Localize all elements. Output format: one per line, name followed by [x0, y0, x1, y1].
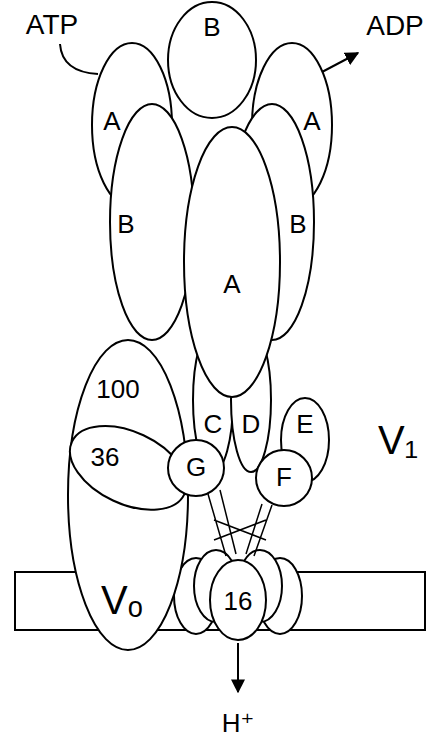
- subunit-letter: D: [242, 410, 261, 440]
- proton-flow-arrow: [237, 643, 239, 692]
- subunit-ellipse-shape: [168, 2, 256, 118]
- subunit-ellipse: B: [166, 0, 258, 120]
- subunit-letter: B: [203, 13, 220, 43]
- reactant-label: ATP: [26, 9, 78, 41]
- subunit-outline: [191, 326, 235, 474]
- domain-label: V₁: [378, 417, 418, 463]
- subunit-ellipse: 16: [208, 558, 268, 642]
- subunit-outline: [229, 326, 273, 474]
- adp-release-arrow: [322, 53, 358, 72]
- subunit-ellipse: C: [191, 326, 235, 474]
- subunit-letter: A: [303, 107, 320, 137]
- subunit-ellipse: A: [250, 41, 334, 209]
- subunit-letter: 36: [91, 443, 120, 473]
- subunit-letter: 16: [224, 587, 253, 617]
- subunit-ellipse-shape: [110, 104, 194, 340]
- subunit-ellipse: B: [108, 102, 196, 342]
- subunit-ellipse: 36: [68, 424, 188, 512]
- subunit-outline: [182, 125, 282, 399]
- atp-binding-curve: [60, 44, 98, 74]
- subunit-letter: E: [296, 410, 313, 440]
- subunit-ellipse-shape: [256, 450, 312, 506]
- subunit-outline: [250, 41, 334, 209]
- subunit-letter: F: [276, 463, 292, 493]
- subunit-ellipse: A: [90, 41, 174, 209]
- subunit-ellipse: D: [229, 326, 273, 474]
- subunit-ellipse-shape: [184, 127, 280, 397]
- subunit-letter: B: [117, 210, 134, 240]
- subunit-ellipse: B: [228, 102, 316, 342]
- ion-label: H⁺: [222, 709, 255, 739]
- subunit-letter: C: [204, 410, 223, 440]
- subunit-letter: 100: [96, 375, 139, 405]
- domain-label: Vₒ: [101, 577, 143, 623]
- subunit-letter: B: [289, 210, 306, 240]
- subunit-ellipse: F: [254, 448, 314, 508]
- subunit-ellipse: G: [166, 438, 226, 498]
- product-label: ADP: [366, 10, 424, 42]
- subunit-letter: A: [103, 107, 120, 137]
- subunit-ellipse-shape: [168, 440, 224, 496]
- subunit-letter: G: [186, 453, 206, 483]
- subunit-outline: [68, 424, 188, 512]
- subunit-ellipse-shape: [210, 560, 266, 640]
- subunit-outline: [90, 41, 174, 209]
- subunit-ellipse-shape: [231, 328, 271, 472]
- stalk-lines: [208, 490, 272, 556]
- subunit-ellipse: A: [182, 125, 282, 399]
- subunit-letter: A: [223, 270, 240, 300]
